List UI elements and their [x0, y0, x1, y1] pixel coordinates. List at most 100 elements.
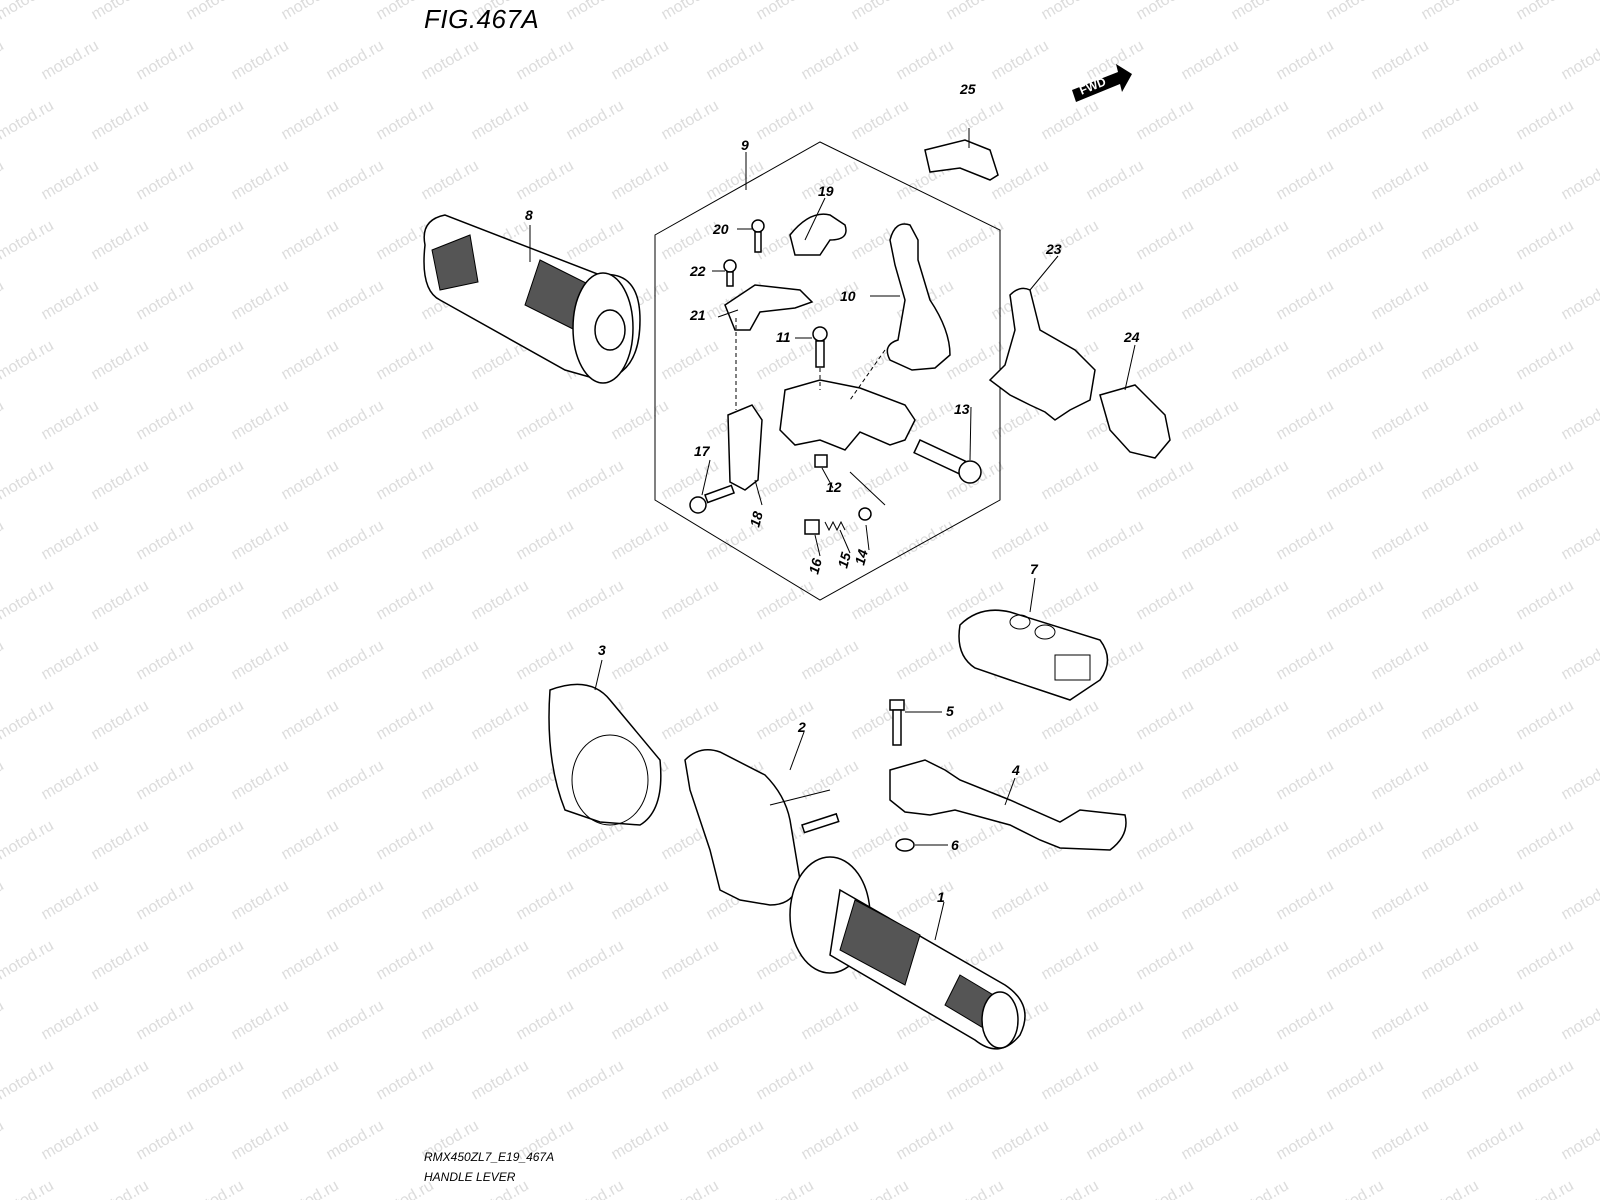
- watermark-text: motod.ru: [1369, 157, 1432, 203]
- callout-4: 4: [1011, 762, 1020, 778]
- watermark-text: motod.ru: [609, 157, 672, 203]
- watermark-text: motod.ru: [1559, 637, 1600, 683]
- watermark-text: motod.ru: [134, 157, 197, 203]
- watermark-text: motod.ru: [754, 97, 817, 143]
- watermark-text: motod.ru: [89, 1057, 152, 1103]
- callout-16: 16: [805, 556, 825, 575]
- watermark-text: motod.ru: [1179, 757, 1242, 803]
- watermark-text: motod.ru: [754, 697, 817, 743]
- watermark-text: motod.ru: [1559, 37, 1600, 83]
- part-23-lever: [988, 287, 1096, 421]
- watermark-text: motod.ru: [39, 1117, 102, 1163]
- watermark-text: motod.ru: [894, 1117, 957, 1163]
- watermark-text: motod.ru: [944, 217, 1007, 263]
- watermark-text: motod.ru: [1369, 877, 1432, 923]
- watermark-text: motod.ru: [1229, 817, 1292, 863]
- watermark-text: motod.ru: [324, 877, 387, 923]
- watermark-text: motod.ru: [1324, 0, 1387, 23]
- watermark-text: motod.ru: [1229, 217, 1292, 263]
- watermark-text: motod.ru: [1419, 697, 1482, 743]
- watermark-text: motod.ru: [1514, 457, 1577, 503]
- watermark-text: motod.ru: [39, 637, 102, 683]
- watermark-text: motod.ru: [0, 577, 57, 623]
- watermark-text: motod.ru: [0, 457, 57, 503]
- watermark-text: motod.ru: [564, 97, 627, 143]
- watermark-text: motod.ru: [514, 37, 577, 83]
- watermark-text: motod.ru: [184, 0, 247, 23]
- watermark-text: motod.ru: [324, 157, 387, 203]
- watermark-text: motod.ru: [324, 397, 387, 443]
- watermark-text: motod.ru: [1039, 97, 1102, 143]
- watermark-text: motod.ru: [1324, 577, 1387, 623]
- watermark-text: motod.ru: [849, 97, 912, 143]
- watermark-text: motod.ru: [0, 1057, 57, 1103]
- watermark-text: motod.ru: [1229, 1057, 1292, 1103]
- watermark-text: motod.ru: [1514, 337, 1577, 383]
- callout-21: 21: [689, 307, 706, 323]
- watermark-text: motod.ru: [564, 1177, 627, 1200]
- watermark-text: motod.ru: [1464, 157, 1527, 203]
- watermark-text: motod.ru: [1229, 0, 1292, 23]
- part-10-lever: [886, 223, 951, 371]
- assembly-outline-9: [654, 141, 1001, 601]
- watermark-text: motod.ru: [229, 157, 292, 203]
- watermark-text: motod.ru: [374, 937, 437, 983]
- watermark-text: motod.ru: [609, 637, 672, 683]
- callout-9: 9: [741, 137, 749, 153]
- watermark-text: motod.ru: [1179, 397, 1242, 443]
- part-12-nut: [814, 454, 828, 468]
- watermark-text: motod.ru: [1559, 1117, 1600, 1163]
- watermark-text: motod.ru: [229, 1117, 292, 1163]
- watermark-text: motod.ru: [609, 997, 672, 1043]
- callout-19: 19: [818, 183, 834, 199]
- watermark-text: motod.ru: [374, 817, 437, 863]
- watermark-text: motod.ru: [989, 517, 1052, 563]
- watermark-text: motod.ru: [469, 937, 532, 983]
- callout-13: 13: [954, 401, 970, 417]
- watermark-text: motod.ru: [39, 37, 102, 83]
- watermark-text: motod.ru: [89, 0, 152, 23]
- watermark-text: motod.ru: [134, 877, 197, 923]
- watermark-text: motod.ru: [564, 937, 627, 983]
- watermark-text: motod.ru: [894, 877, 957, 923]
- watermark-text: motod.ru: [1559, 877, 1600, 923]
- watermark-text: motod.ru: [184, 1177, 247, 1200]
- watermark-text: motod.ru: [1419, 577, 1482, 623]
- part-11-bolt: [812, 326, 828, 368]
- watermark-text: motod.ru: [1179, 277, 1242, 323]
- watermark-text: motod.ru: [1229, 1177, 1292, 1200]
- watermark-text: motod.ru: [1514, 697, 1577, 743]
- watermark-text: motod.ru: [469, 697, 532, 743]
- watermark-text: motod.ru: [0, 877, 7, 923]
- figure-title: FIG.467A: [424, 4, 540, 34]
- watermark-text: motod.ru: [944, 97, 1007, 143]
- watermark-text: motod.ru: [1134, 937, 1197, 983]
- watermark-text: motod.ru: [1179, 997, 1242, 1043]
- watermark-text: motod.ru: [419, 637, 482, 683]
- callout-24: 24: [1123, 329, 1140, 345]
- watermark-text: motod.ru: [1559, 997, 1600, 1043]
- watermark-text: motod.ru: [0, 817, 57, 863]
- watermark-text: motod.ru: [1179, 637, 1242, 683]
- watermark-text: motod.ru: [659, 1177, 722, 1200]
- part-1-right-grip: [789, 856, 1026, 1050]
- watermark-text: motod.ru: [1039, 577, 1102, 623]
- watermark-text: motod.ru: [564, 577, 627, 623]
- watermark-text: motod.ru: [609, 397, 672, 443]
- watermark-text: motod.ru: [0, 0, 57, 23]
- watermark-text: motod.ru: [1134, 457, 1197, 503]
- watermark-text: motod.ru: [184, 817, 247, 863]
- watermark-text: motod.ru: [894, 37, 957, 83]
- part-21-clamp: [724, 284, 814, 331]
- watermark-text: motod.ru: [39, 757, 102, 803]
- callout-11: 11: [776, 329, 791, 345]
- watermark-text: motod.ru: [754, 1177, 817, 1200]
- watermark-text: motod.ru: [0, 157, 7, 203]
- watermark-text: motod.ru: [609, 1117, 672, 1163]
- watermark-text: motod.ru: [799, 1117, 862, 1163]
- watermark-text: motod.ru: [799, 997, 862, 1043]
- watermark-text: motod.ru: [229, 397, 292, 443]
- watermark-text: motod.ru: [279, 577, 342, 623]
- watermark-text: motod.ru: [1039, 937, 1102, 983]
- watermark-text: motod.ru: [944, 0, 1007, 23]
